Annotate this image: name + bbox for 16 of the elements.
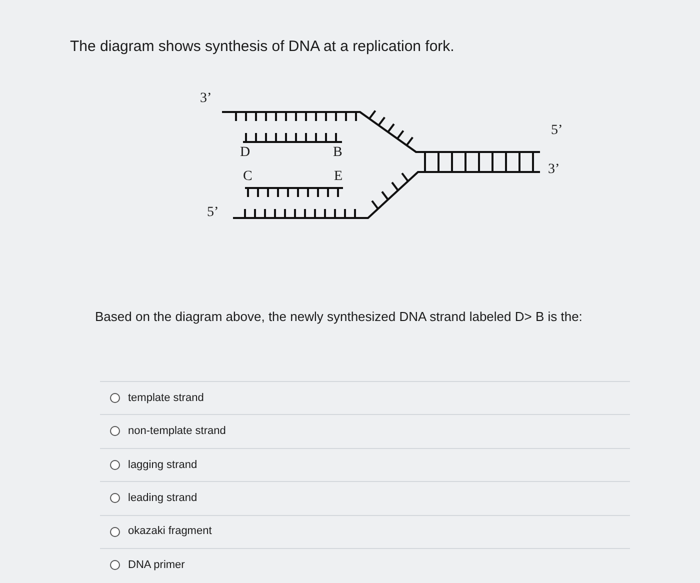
- strand-label: 3’: [548, 163, 560, 177]
- answer-option: DNA primer: [128, 556, 185, 574]
- answer-option: non-template strand: [128, 423, 226, 440]
- question-text: Based on the diagram above, the newly synthesized DNA strand labeled D> B is the:: [95, 308, 584, 326]
- strand-label: 5’: [207, 206, 219, 220]
- strand-label: C: [243, 170, 252, 184]
- strand-label: 3’: [200, 92, 212, 106]
- strand-label: B: [333, 146, 342, 160]
- title: The diagram shows synthesis of DNA at a replication fork.: [70, 37, 454, 57]
- answer-option: okazaki fragment: [128, 523, 212, 540]
- answer-option: leading strand: [128, 490, 198, 506]
- answer-option: lagging strand: [128, 456, 198, 474]
- strand-label: E: [334, 170, 343, 184]
- strand-label: D: [240, 146, 250, 160]
- strand-label: 5’: [551, 124, 563, 138]
- answer-option: template strand: [128, 390, 204, 406]
